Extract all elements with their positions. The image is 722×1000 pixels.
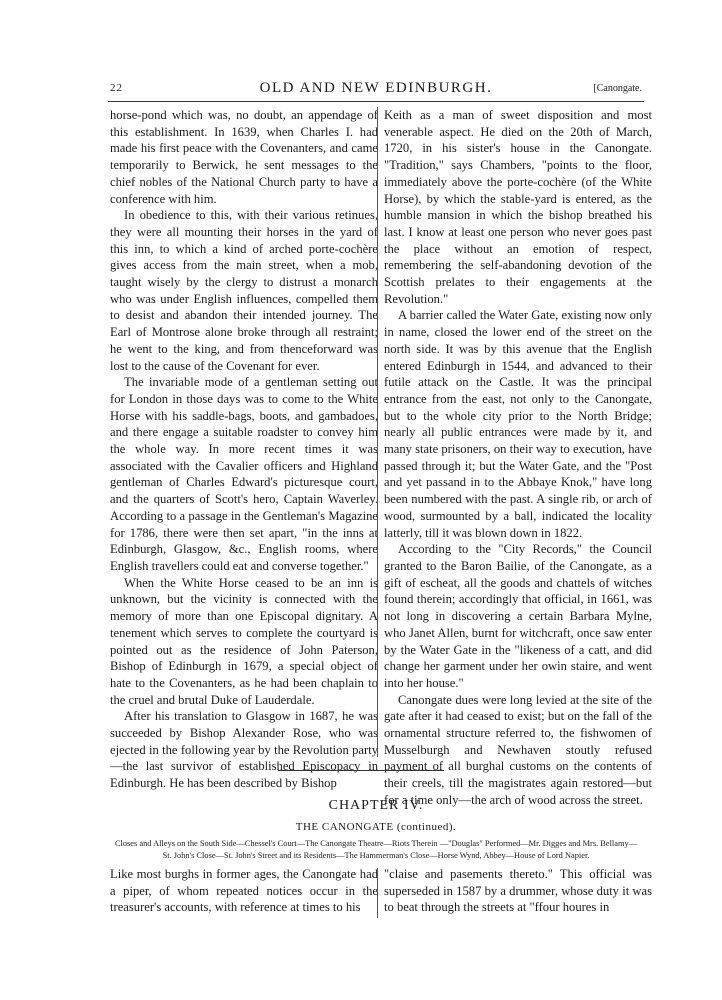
column-divider — [377, 868, 378, 918]
page-header: 22 OLD AND NEW EDINBURGH. [Canongate. — [110, 80, 642, 98]
paragraph: A barrier called the Water Gate, existin… — [384, 308, 652, 540]
paragraph: When the White Horse ceased to be an inn… — [110, 575, 378, 707]
page-number: 22 — [110, 82, 123, 94]
paragraph: In obedience to this, with their various… — [110, 208, 378, 373]
paragraph: After his translation to Glasgow in 1687… — [110, 709, 378, 791]
chapter-summary: Closes and Alleys on the South Side—Ches… — [114, 839, 638, 860]
paragraph: Keith as a man of sweet disposition and … — [384, 108, 652, 306]
column-divider — [377, 107, 378, 757]
section-label: [Canongate. — [593, 83, 642, 94]
chapter-heading: CHAPTER IV. — [328, 798, 424, 813]
left-column: horse-pond which was, no doubt, an appen… — [110, 107, 378, 792]
running-title: OLD AND NEW EDINBURGH. — [259, 80, 493, 96]
paragraph: Canongate dues were long levied at the s… — [384, 692, 652, 807]
chapter-subtitle: THE CANONGATE (continued). — [295, 821, 457, 833]
paragraph: The invariable mode of a gentleman setti… — [110, 375, 378, 573]
chapter-opening-paragraph: Like most burghs in former ages, the Can… — [110, 867, 378, 915]
chapter-continuation-paragraph: "claise and pasements thereto." This off… — [384, 867, 652, 915]
chapter-left-column: Like most burghs in former ages, the Can… — [110, 866, 378, 916]
chapter-right-column: "claise and pasements thereto." This off… — [384, 866, 652, 916]
paragraph: According to the "City Records," the Cou… — [384, 542, 652, 690]
paragraph: horse-pond which was, no doubt, an appen… — [110, 108, 378, 206]
chapter-separator — [278, 770, 444, 771]
right-column: Keith as a man of sweet disposition and … — [384, 107, 652, 809]
header-rule — [108, 101, 644, 102]
